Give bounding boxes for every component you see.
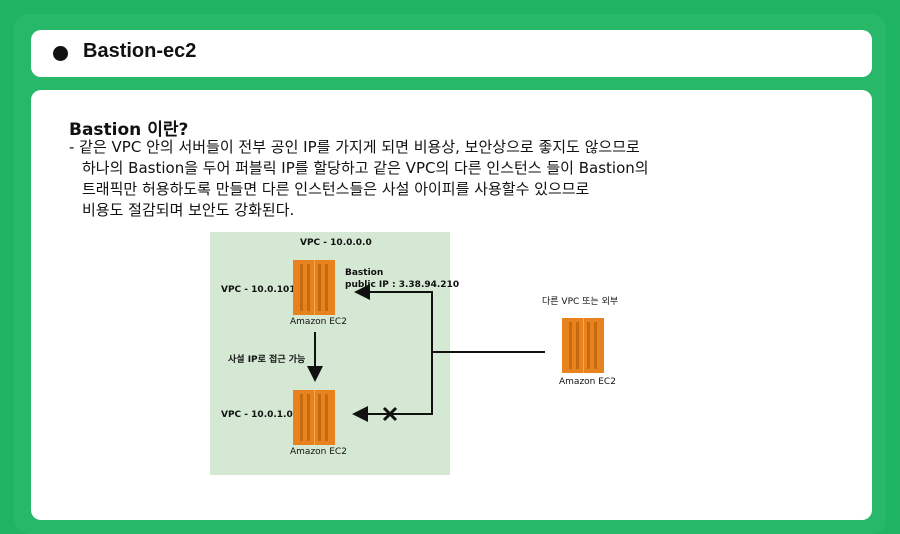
bastion-public-ip: public IP : 3.38.94.210 [345, 280, 460, 290]
private-ec2-icon [293, 390, 335, 445]
title-bar: Bastion-ec2 [31, 30, 872, 77]
public-subnet-label: VPC - 10.0.101.0 [221, 285, 306, 295]
section-heading: Bastion 이란? [69, 120, 189, 140]
bullet-dot-icon [53, 46, 68, 61]
diagram-connectors [307, 284, 545, 422]
private-access-label: 사설 IP로 접근 가능 [228, 355, 306, 365]
external-ec2-icon [562, 318, 604, 373]
bastion-caption: Amazon EC2 [290, 317, 347, 327]
private-subnet-label: VPC - 10.0.1.0 [221, 410, 293, 420]
private-ec2-caption: Amazon EC2 [290, 447, 347, 457]
description-line: 하나의 Bastion을 두어 퍼블릭 IP를 할당하고 같은 VPC의 다른 … [82, 159, 649, 177]
external-label: 다른 VPC 또는 외부 [542, 297, 619, 307]
bastion-ec2-icon [293, 260, 335, 315]
slide-title: Bastion-ec2 [83, 40, 197, 62]
bastion-name: Bastion [345, 268, 384, 278]
content-panel: Bastion 이란? - 같은 VPC 안의 서버들이 전부 공인 IP를 가… [31, 90, 872, 520]
external-to-private-arrow [352, 352, 433, 422]
description: - 같은 VPC 안의 서버들이 전부 공인 IP를 가지게 되면 비용상, 보… [69, 137, 809, 221]
description-line: 비용도 절감되며 보안도 강화된다. [82, 201, 295, 219]
external-ec2-caption: Amazon EC2 [559, 377, 616, 387]
external-to-bastion-arrow [354, 284, 545, 353]
description-line: 트래픽만 허용하도록 만들면 다른 인스턴스들은 사설 아이피를 사용할수 있으… [82, 180, 590, 198]
vpc-label: VPC - 10.0.0.0 [300, 238, 372, 248]
description-line: - 같은 VPC 안의 서버들이 전부 공인 IP를 가지게 되면 비용상, 보… [69, 138, 640, 156]
blocked-x-icon [382, 406, 398, 422]
